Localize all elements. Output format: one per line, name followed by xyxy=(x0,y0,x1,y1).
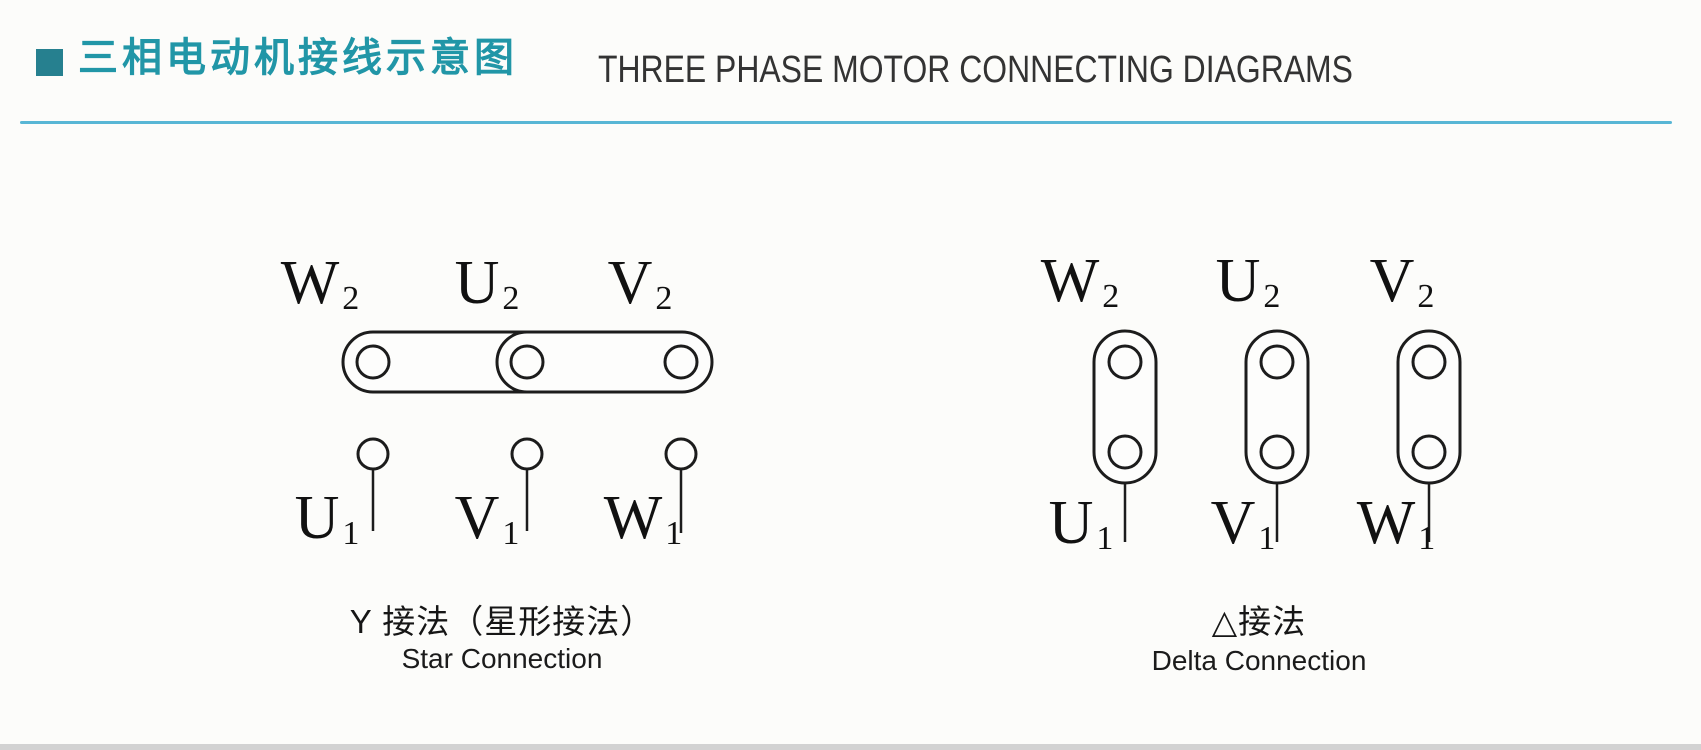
terminal-label-star-v2: V2 xyxy=(607,249,673,317)
page-title-chinese: 三相电动机接线示意图 xyxy=(78,36,518,80)
header-divider-line xyxy=(20,121,1672,124)
star-terminal-v1 xyxy=(510,437,544,471)
delta-terminal-hole-w1 xyxy=(1411,434,1447,470)
star-caption-chinese: Y 接法（星形接法） xyxy=(349,603,655,640)
terminal-label-star-v1: V1 xyxy=(454,484,520,552)
terminal-label-delta-v1: V1 xyxy=(1210,489,1276,557)
delta-caption-english: Delta Connection xyxy=(1151,645,1367,676)
delta-terminal-hole-u2 xyxy=(1259,344,1295,380)
star-terminal-hole-w2 xyxy=(355,344,391,380)
star-link-plate-right xyxy=(495,330,714,394)
title-bullet-icon xyxy=(36,49,63,76)
star-caption-english: Star Connection xyxy=(401,643,603,674)
delta-terminal-hole-u1 xyxy=(1107,434,1143,470)
star-terminal-hole-v2 xyxy=(663,344,699,380)
terminal-label-delta-w1: W1 xyxy=(1356,489,1436,557)
star-terminal-w1 xyxy=(664,437,698,471)
terminal-label-delta-u2: U2 xyxy=(1215,247,1281,315)
terminal-label-delta-v2: V2 xyxy=(1369,247,1435,315)
delta-terminal-hole-w2 xyxy=(1107,344,1143,380)
terminal-label-star-u1: U1 xyxy=(294,484,360,552)
terminal-label-star-u2: U2 xyxy=(454,249,520,317)
star-terminal-u1 xyxy=(356,437,390,471)
terminal-label-delta-u1: U1 xyxy=(1048,489,1114,557)
star-terminal-hole-u2 xyxy=(509,344,545,380)
delta-terminal-hole-v2 xyxy=(1411,344,1447,380)
page-title-english: THREE PHASE MOTOR CONNECTING DIAGRAMS xyxy=(598,49,1353,91)
delta-caption-chinese: △接法 xyxy=(1211,603,1307,640)
terminal-label-star-w1: W1 xyxy=(603,484,683,552)
star-connection-diagram xyxy=(341,330,714,533)
terminal-label-delta-w2: W2 xyxy=(1040,247,1120,315)
delta-connection-diagram xyxy=(1092,329,1462,542)
page-bottom-edge-strip xyxy=(0,744,1701,750)
terminal-label-star-w2: W2 xyxy=(280,249,360,317)
delta-terminal-hole-v1 xyxy=(1259,434,1295,470)
